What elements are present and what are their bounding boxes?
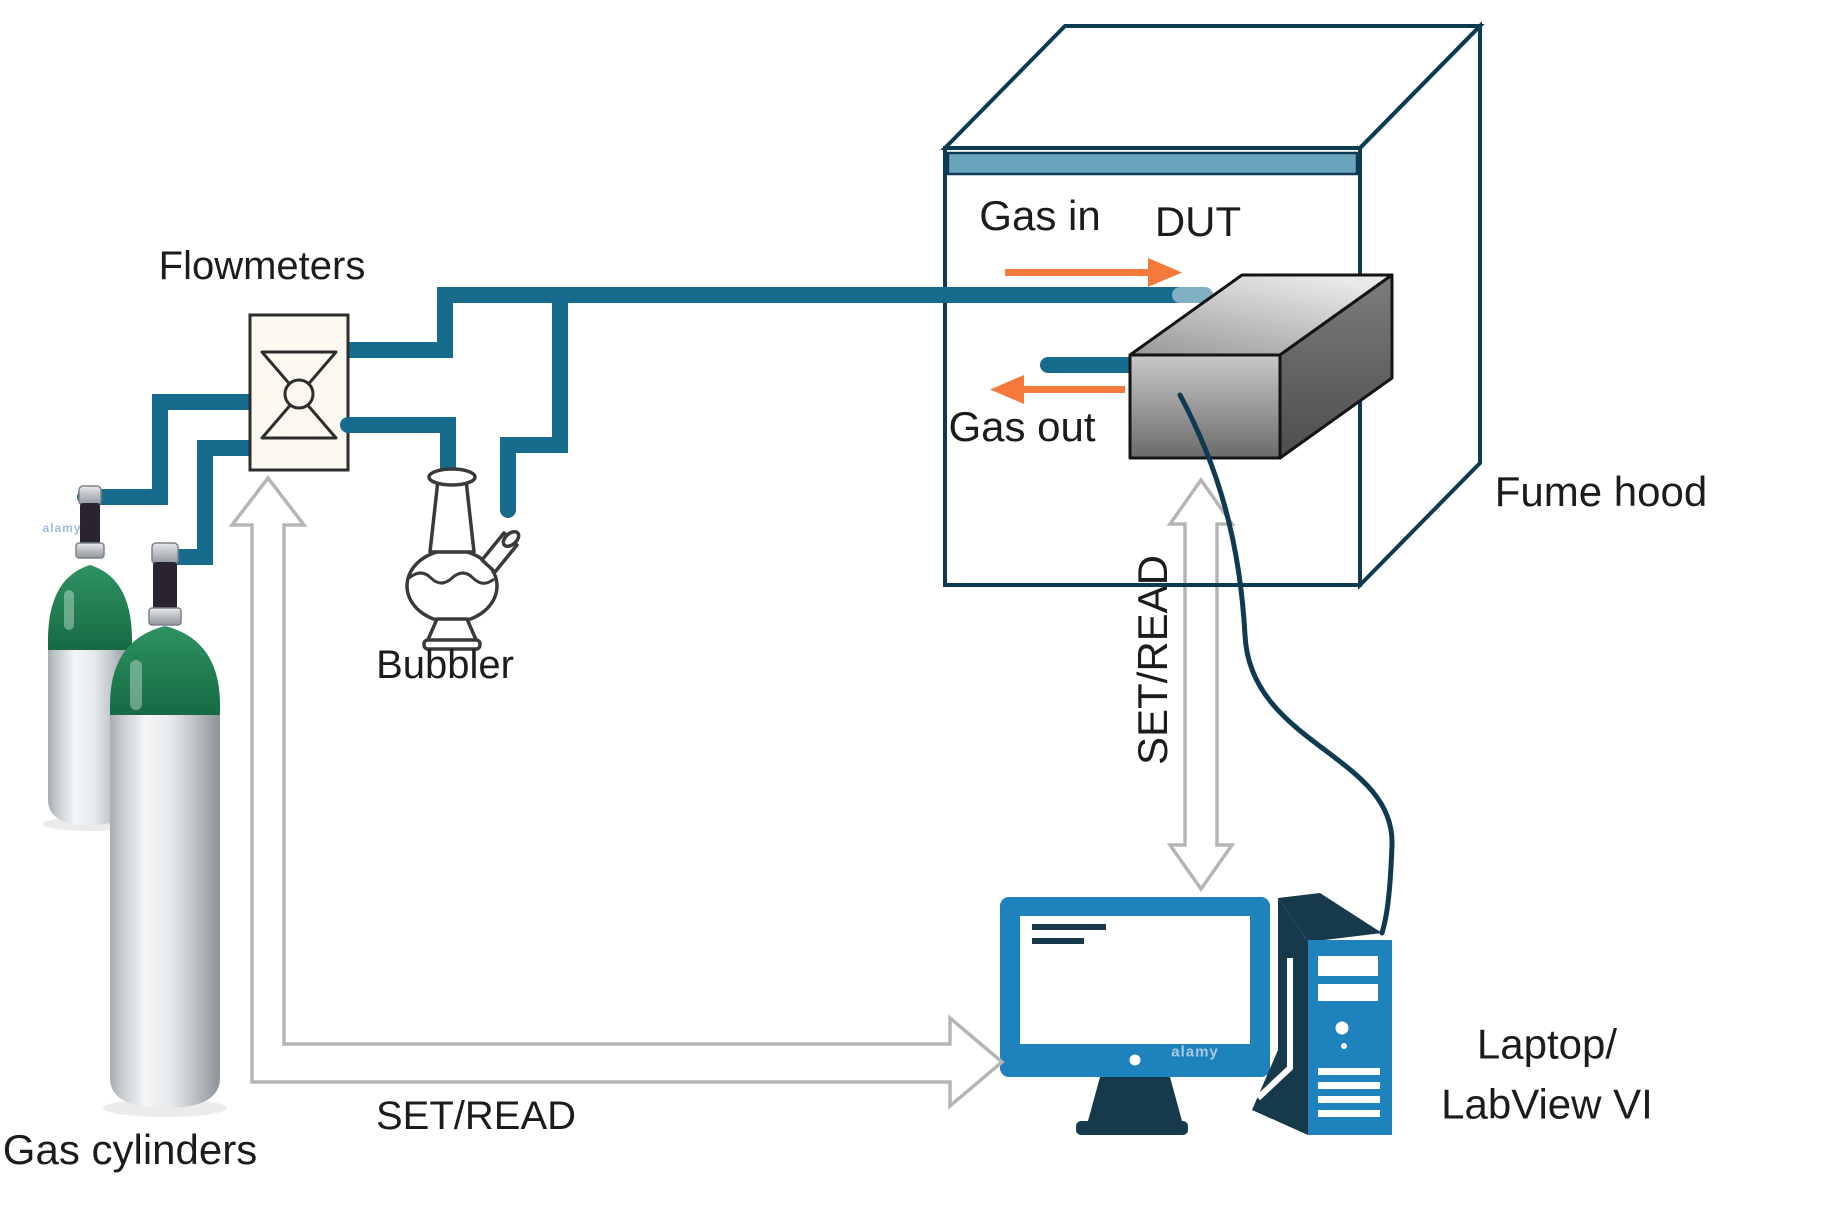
gas-out-arrow-shaft — [1022, 386, 1125, 393]
monitor-screen — [1020, 916, 1250, 1044]
valve-float — [283, 378, 315, 410]
pc-tower-icon — [1252, 893, 1392, 1135]
stock-watermark: alamy — [1171, 1043, 1219, 1061]
tower-drive-bay — [1318, 956, 1378, 976]
laptop-label-line1: Laptop/ — [1476, 1020, 1618, 1068]
screen-text-line — [1032, 924, 1106, 930]
fume-hood-sash — [946, 151, 1359, 176]
flowmeter-to-computer-arrow — [228, 475, 1005, 1110]
fume-hood-enclosure-icon — [940, 21, 1485, 590]
l-shaped-arrow-icon — [228, 475, 1005, 1110]
double-headed-arrow-icon — [1166, 476, 1236, 893]
cylinder-valve-body — [80, 503, 100, 545]
bubbler-return-pipe — [500, 287, 568, 518]
cylinder-shoulder — [110, 626, 220, 725]
tower-side — [1252, 898, 1308, 1135]
monitor-stand — [1088, 1077, 1182, 1121]
tower-vent — [1318, 1096, 1380, 1103]
dut-front-face — [1128, 353, 1282, 460]
cylinder-valve-collar — [75, 542, 105, 559]
bubbler-liquid-level — [408, 571, 495, 585]
cylinder-shoulder — [48, 565, 132, 660]
bubbler-base — [422, 638, 482, 651]
tower-led — [1341, 1043, 1347, 1049]
fume-hood-top — [940, 24, 1485, 150]
orange-arrow-right-icon — [1005, 258, 1182, 287]
cylinder-body — [110, 715, 220, 1108]
set-read-vertical-label: SET/READ — [1128, 554, 1176, 766]
tower-drive-bay — [1318, 984, 1378, 1001]
orange-arrow-left-icon — [990, 375, 1125, 404]
monitor-base — [1076, 1121, 1188, 1135]
set-read-horizontal-label: SET/READ — [375, 1094, 577, 1138]
flowmeters-label: Flowmeters — [158, 244, 366, 288]
device-under-test-box-icon — [1128, 273, 1394, 460]
tower-vent — [1318, 1082, 1380, 1089]
gas-in-label: Gas in — [979, 191, 1101, 239]
bubbler-feed-pipe — [340, 417, 456, 520]
dut-label: DUT — [1154, 197, 1242, 245]
tower-power-button — [1335, 1021, 1349, 1035]
flowmeter-valve-icon — [248, 313, 350, 472]
desktop-monitor-icon — [1000, 897, 1270, 1135]
gas-in-arrow-head — [1148, 258, 1182, 287]
bubbler-neck — [428, 478, 476, 554]
tower-vent — [1318, 1110, 1380, 1117]
laptop-label-line2: LabView VI — [1441, 1080, 1653, 1127]
screen-text-line — [1032, 938, 1084, 944]
valve-hourglass-symbol — [260, 350, 338, 440]
gas-out-label: Gas out — [948, 402, 1096, 450]
gas-cylinder-icon — [103, 542, 227, 1117]
bubbler-side-port-rim — [501, 529, 521, 549]
dut-to-computer-arrow — [1166, 476, 1236, 893]
tower-side-accent — [1255, 958, 1293, 1101]
bubbler-label: Bubbler — [376, 643, 514, 687]
gas-in-arrow-shaft — [1005, 269, 1150, 276]
cylinder2-supply-pipe — [155, 440, 258, 565]
fume-hood-label: Fume hood — [1494, 467, 1708, 515]
cylinder-valve-knob — [78, 485, 102, 506]
cylinder-highlight — [130, 660, 142, 710]
cylinder-valve-collar — [148, 607, 182, 626]
gas-out-arrow-head — [990, 375, 1024, 404]
cylinder-valve-knob — [151, 542, 179, 565]
gas-cylinders-label: Gas cylinders — [2, 1125, 258, 1173]
cylinder1-supply-pipe — [77, 394, 258, 505]
gas-tubing — [77, 287, 1180, 565]
cylinder-valve-body — [153, 562, 177, 610]
cylinder-highlight — [64, 590, 74, 630]
bubbler-neck-rim — [427, 467, 477, 487]
stock-watermark: alamy — [42, 521, 82, 535]
gas-washing-bottle-icon — [405, 467, 521, 651]
gas-in-pipe — [348, 287, 1180, 358]
tower-top — [1278, 893, 1382, 942]
tower-vent — [1318, 1068, 1380, 1075]
laptop-labview-label: Laptop/ LabView VI — [1441, 1014, 1653, 1133]
monitor-button — [1129, 1054, 1141, 1066]
signal-cable-icon — [1177, 392, 1395, 936]
